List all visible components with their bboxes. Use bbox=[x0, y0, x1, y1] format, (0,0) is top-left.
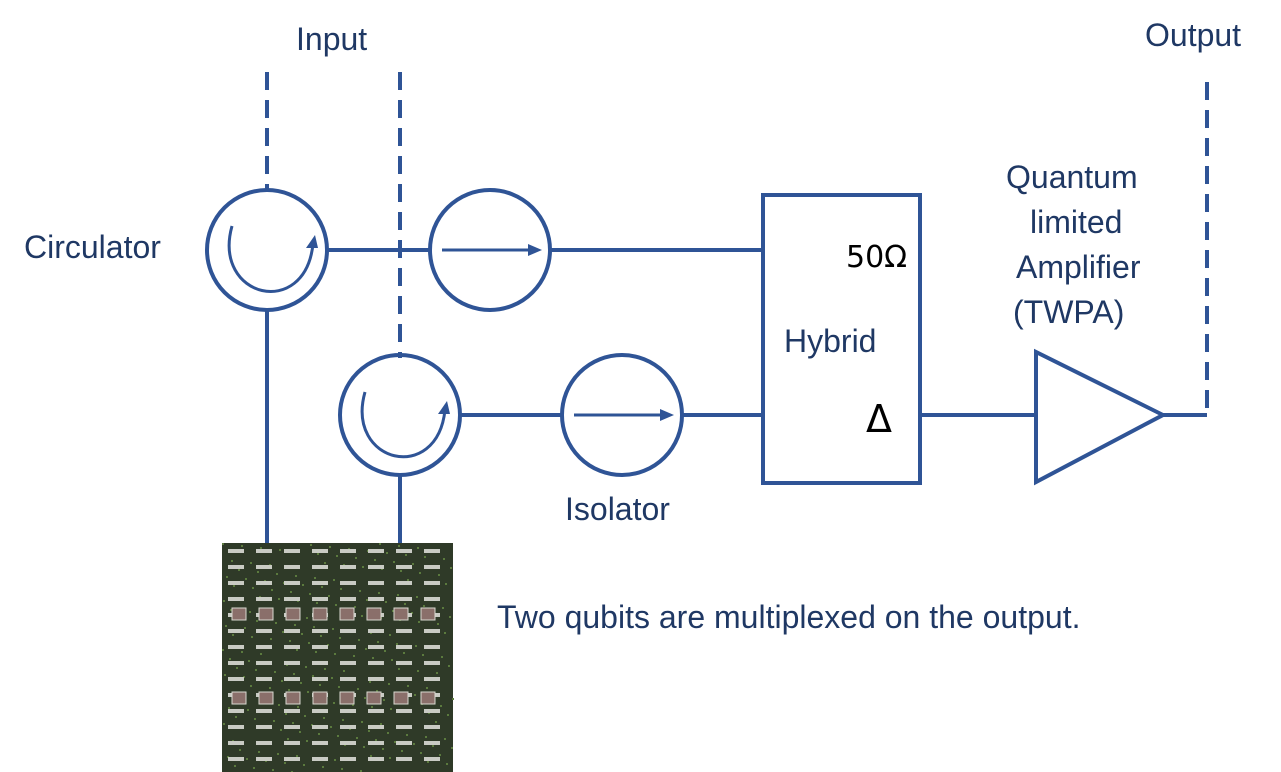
qubit-chip bbox=[222, 543, 454, 772]
output-label: Output bbox=[1145, 17, 1241, 53]
amplifier-triangle bbox=[1034, 348, 1168, 486]
amplifier-label-line4: (TWPA) bbox=[1013, 294, 1124, 330]
amplifier-label-line2: limited bbox=[1030, 204, 1122, 240]
hybrid-port-50-label: 50Ω bbox=[846, 240, 907, 275]
input-label: Input bbox=[296, 21, 367, 57]
hybrid-label: Hybrid bbox=[784, 323, 876, 359]
amplifier-label-line3: Amplifier bbox=[1016, 249, 1141, 285]
isolator-1 bbox=[428, 188, 552, 312]
circulator-2 bbox=[338, 353, 462, 477]
isolator-label: Isolator bbox=[565, 491, 670, 527]
caption: Two qubits are multiplexed on the output… bbox=[497, 599, 1080, 635]
amplifier-label-line1: Quantum bbox=[1006, 159, 1138, 195]
circulator-1 bbox=[205, 188, 329, 312]
hybrid-port-delta-label: Δ bbox=[866, 397, 892, 441]
hybrid-box bbox=[761, 193, 922, 485]
circulator-label: Circulator bbox=[24, 229, 161, 265]
isolator-2 bbox=[560, 353, 684, 477]
